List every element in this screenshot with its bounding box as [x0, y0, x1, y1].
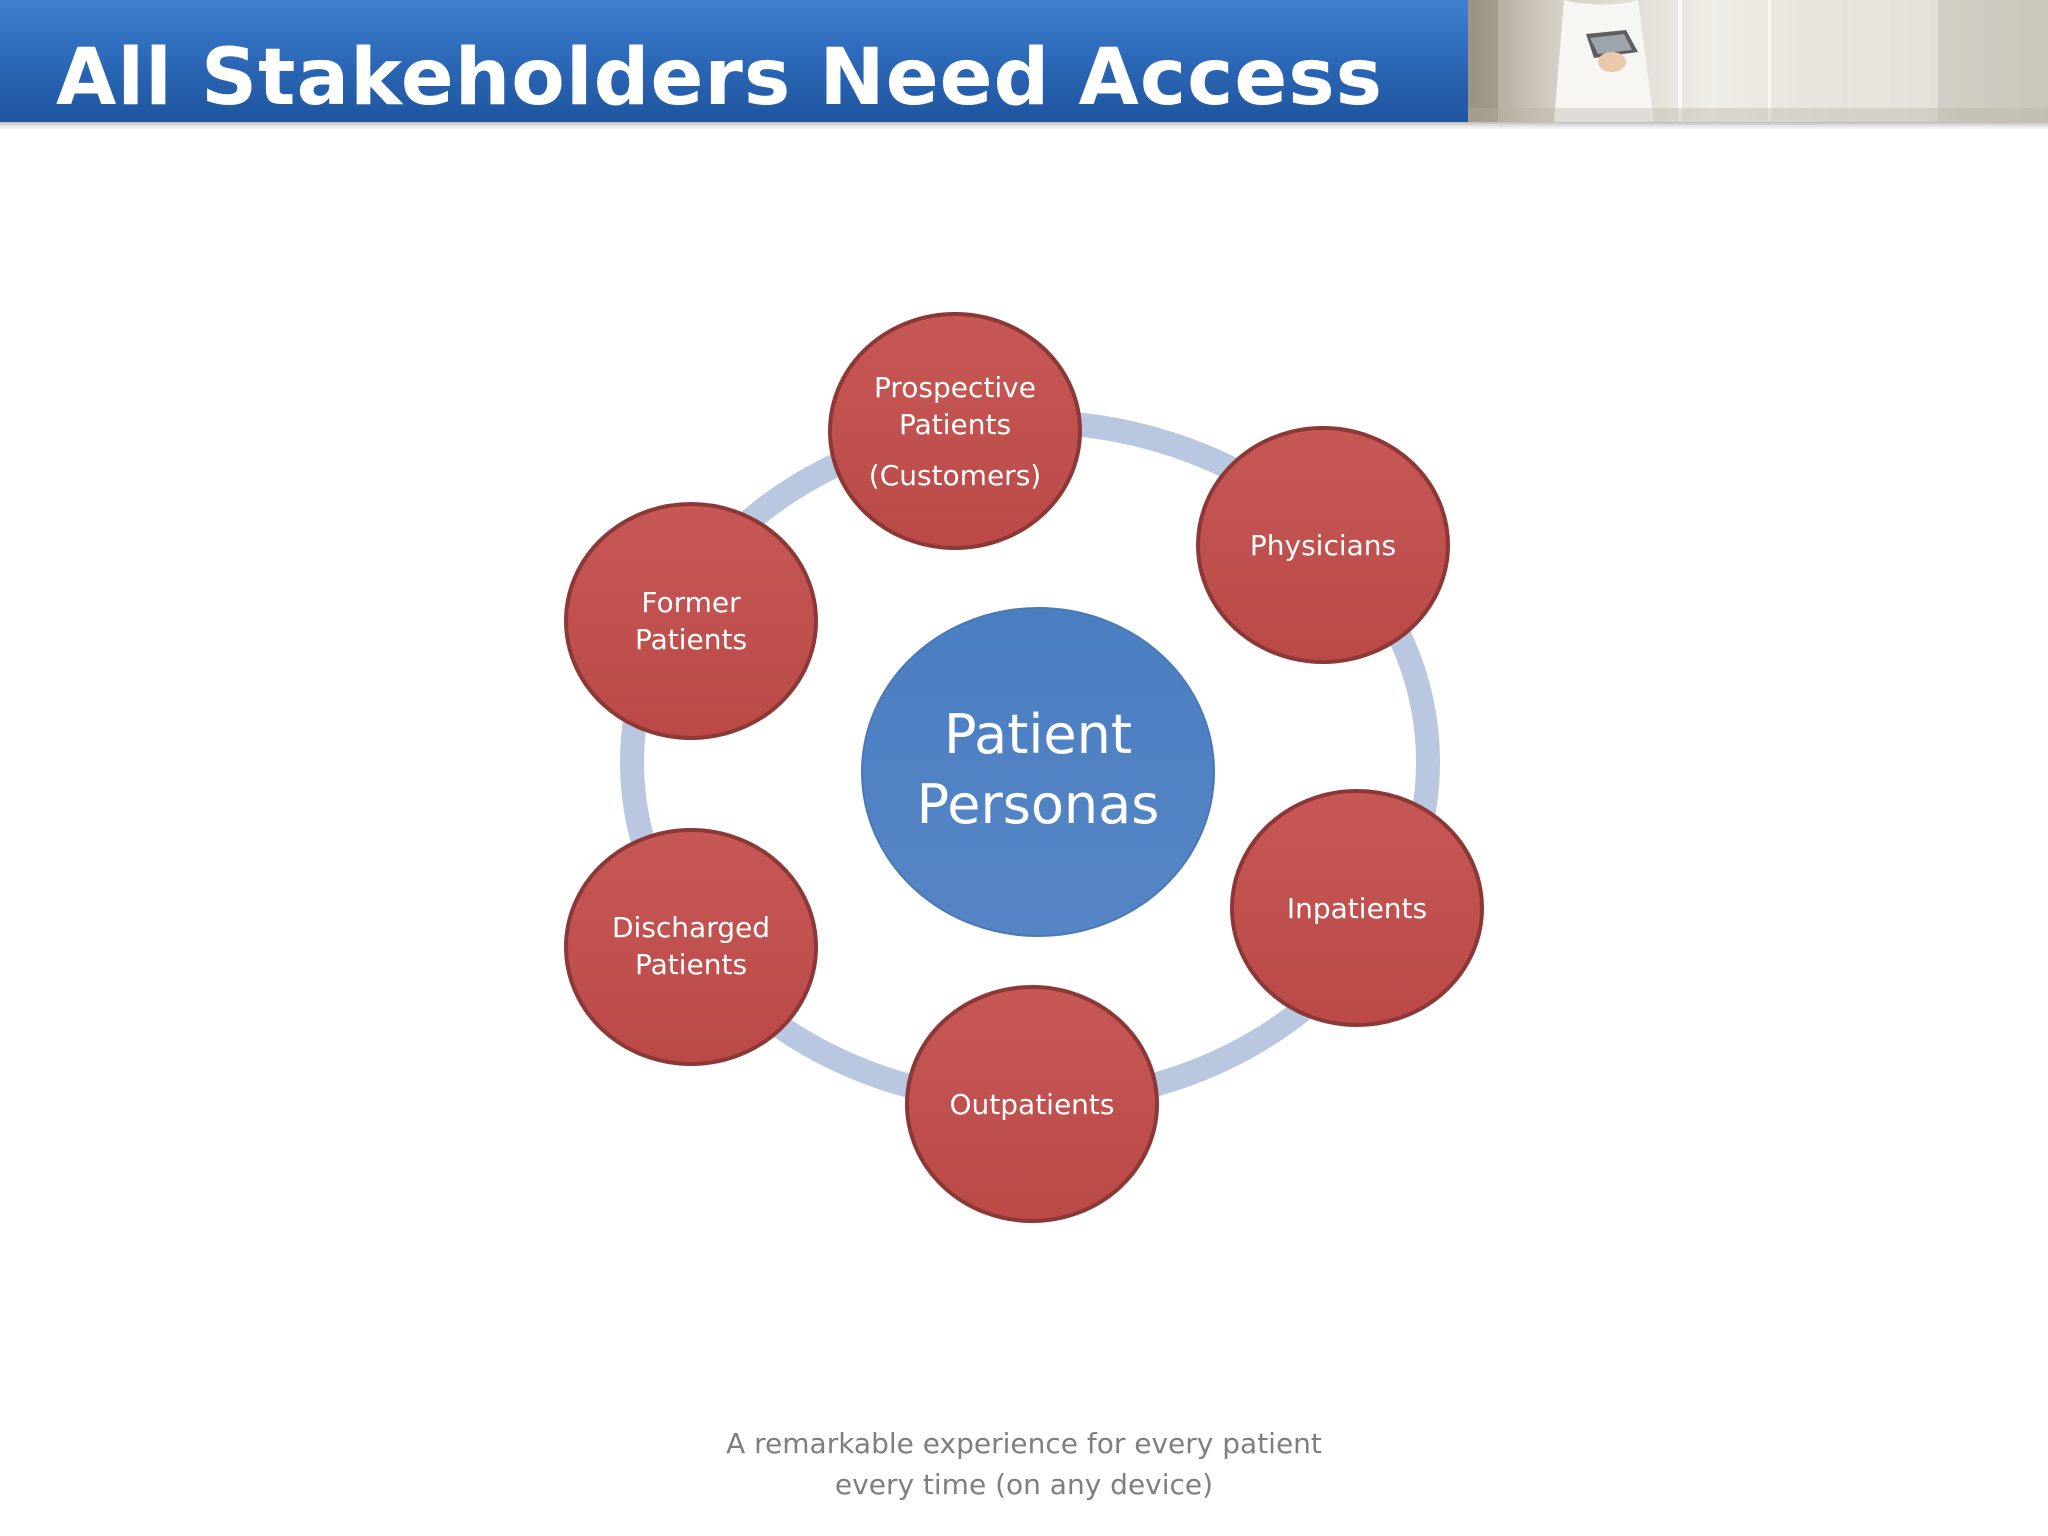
node-label: (Customers)	[869, 459, 1041, 492]
center-label-line2: Personas	[917, 773, 1160, 836]
node-former-patients: Former Patients	[564, 502, 818, 740]
node-discharged-patients: Discharged Patients	[564, 828, 818, 1066]
node-prospective-patients: Prospective Patients (Customers)	[828, 312, 1082, 550]
title-bar-shadow	[0, 122, 2048, 130]
slide-title: All Stakeholders Need Access	[56, 33, 1384, 122]
center-label-line1: Patient	[944, 703, 1132, 766]
photo-illustration	[1468, 0, 2048, 122]
doctor-with-tablet-photo	[1468, 0, 2048, 122]
title-bar: All Stakeholders Need Access	[0, 0, 2048, 122]
node-label: Inpatients	[1287, 892, 1427, 925]
center-node-patient-personas: Patient Personas	[861, 607, 1215, 937]
node-label: Patients	[899, 408, 1011, 441]
node-label: Physicians	[1250, 529, 1396, 562]
node-label: Discharged	[612, 911, 770, 944]
node-label: Former	[641, 586, 741, 619]
node-label: Patients	[635, 623, 747, 656]
node-label: Patients	[635, 948, 747, 981]
node-label: Outpatients	[950, 1088, 1115, 1121]
node-physicians: Physicians	[1196, 426, 1450, 664]
footer-tagline-line1: A remarkable experience for every patien…	[726, 1427, 1322, 1460]
node-label: Prospective	[874, 371, 1036, 404]
footer-tagline-line2: every time (on any device)	[834, 1468, 1214, 1501]
node-outpatients: Outpatients	[905, 985, 1159, 1223]
node-inpatients: Inpatients	[1230, 789, 1484, 1027]
